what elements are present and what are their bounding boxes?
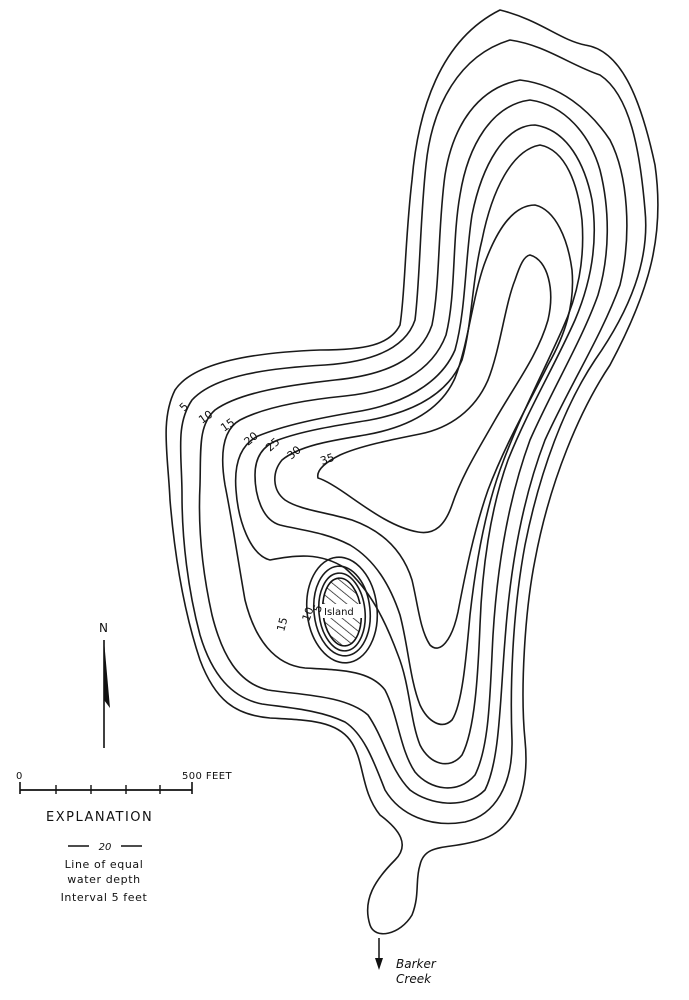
island-label: Island (324, 607, 354, 618)
scale-bar (19, 782, 193, 794)
contour-35ft (316, 254, 552, 534)
outlet-label-line1: Barker (396, 957, 436, 971)
outlet-label-line2: Creek (396, 972, 432, 986)
shoreline-contour (165, 9, 659, 935)
island-contour-10ft (312, 565, 372, 657)
island-label-background (321, 604, 363, 618)
contour-25ft (254, 144, 584, 726)
contour-label-10: 10 (196, 408, 215, 427)
island-label-10: 10 (300, 605, 317, 623)
outlet-arrow (375, 938, 383, 970)
contour-20ft (234, 124, 596, 765)
outlet-label: Barker Creek (396, 957, 436, 987)
explanation-title: EXPLANATION (46, 810, 154, 825)
island-label-5: 5 (311, 603, 326, 614)
island-label-15: 15 (274, 616, 290, 633)
contour-label-5: 5 (177, 400, 191, 414)
scale-label-end: 500 FEET (182, 771, 232, 782)
contour-15ft (221, 99, 609, 789)
contour-label-15: 15 (218, 416, 237, 435)
island-contour-5ft (317, 572, 367, 652)
contour-30ft (274, 204, 574, 649)
island-contour-15ft (305, 556, 379, 664)
contour-10ft (198, 79, 628, 804)
explanation-line1: Line of equal (64, 858, 144, 871)
contour-label-20: 20 (242, 429, 261, 448)
contour-label-25: 25 (263, 435, 282, 454)
contour-5ft (179, 39, 647, 825)
explanation-symbol-value: 20 (98, 842, 112, 853)
contour-label-30: 30 (285, 443, 304, 462)
contour-label-35: 35 (319, 451, 337, 468)
north-arrow (103, 640, 110, 748)
explanation-interval: Interval 5 feet (60, 891, 148, 904)
north-label: N (99, 621, 108, 635)
explanation-line2: water depth (67, 873, 141, 886)
scale-label-zero: 0 (16, 771, 23, 782)
